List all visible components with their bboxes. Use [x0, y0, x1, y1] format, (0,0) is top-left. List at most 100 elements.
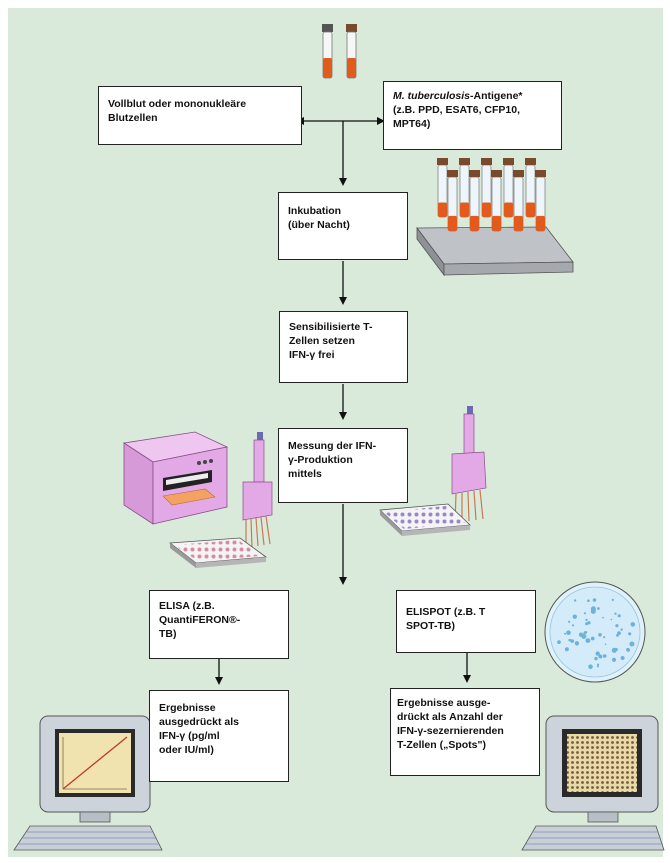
petri-spot [590, 636, 595, 641]
tube-rack-icon [416, 158, 574, 277]
test-tubes-icon [322, 24, 357, 79]
petri-dish-icon [544, 581, 646, 683]
antigen-box: M. tuberculosis-Antigene* (z.B. PPD, ESA… [383, 81, 562, 150]
petri-spot [627, 649, 630, 652]
petri-spot [572, 614, 577, 619]
petri-spot [564, 647, 569, 652]
petri-spot [595, 651, 600, 656]
result-elispot-line-1: Ergebnisse ausge- [397, 697, 491, 709]
sample-line-1: Vollblut oder mononukleäre [108, 98, 247, 110]
petri-spot [568, 620, 571, 623]
petri-spot [620, 656, 625, 660]
petri-spot [578, 632, 584, 637]
petri-spot [602, 654, 607, 658]
sensitized-line-3: IFN-γ frei [289, 348, 335, 361]
petri-spot [628, 632, 632, 636]
petri-spot [570, 639, 574, 643]
petri-spot [617, 631, 621, 635]
petri-spot [590, 606, 596, 612]
pipette-icon [242, 406, 487, 548]
rack-tube [469, 170, 480, 232]
petri-spot [574, 641, 580, 646]
antigen-line-3: MPT64) [393, 117, 431, 130]
petri-spot [573, 599, 577, 602]
result-elisa-line-3: IFN-γ (pg/ml [159, 729, 220, 742]
rack-tube [503, 158, 514, 218]
antigen-suffix: -Antigene* [470, 90, 523, 102]
petri-spot [587, 599, 590, 602]
result-elisa-line-1: Ergebnisse [159, 702, 216, 714]
elispot-box: ELISPOT (z.B. T SPOT-TB) [396, 590, 536, 653]
sensitized-line-1: Sensibilisierte T- [289, 321, 373, 333]
petri-spot [583, 612, 587, 615]
petri-spot [603, 636, 606, 639]
incubation-line-2: (über Nacht) [288, 218, 350, 231]
petri-spot [602, 616, 604, 619]
petri-spot [615, 624, 619, 628]
sample-line-2: Blutzellen [108, 111, 158, 124]
result-elisa-box: Ergebnisse ausgedrückt als IFN-γ (pg/ml … [149, 690, 289, 782]
rack-tube [535, 170, 546, 232]
result-elispot-line-3: IFN-γ-sezernierenden [397, 724, 504, 737]
petri-spot [630, 622, 636, 627]
petri-spot [598, 654, 603, 659]
petri-spot [585, 618, 588, 622]
petri-spot [597, 663, 600, 666]
sensitized-box: Sensibilisierte T- Zellen setzen IFN-γ f… [279, 311, 408, 383]
petri-spot [566, 630, 571, 635]
petri-spot [611, 598, 614, 602]
elisa-line-3: TB) [159, 627, 177, 640]
petri-spot [592, 598, 597, 602]
petri-spot [597, 607, 600, 610]
microplate-icon [168, 503, 471, 568]
computer-chart-icon [13, 715, 163, 851]
antigen-organism: M. tuberculosis [393, 90, 471, 102]
petri-spot [571, 624, 575, 627]
petri-spot [585, 622, 589, 626]
petri-spot [617, 614, 621, 618]
petri-spot [594, 656, 598, 661]
petri-spot [629, 641, 635, 647]
measurement-line-2: γ-Produktion [288, 453, 353, 466]
petri-spot [596, 665, 599, 668]
petri-spot [583, 631, 587, 635]
antigen-line-2: (z.B. PPD, ESAT6, CFP10, [393, 103, 520, 116]
antigen-line-1: M. tuberculosis-Antigene* [393, 90, 552, 104]
petri-spot [604, 643, 607, 646]
measurement-box: Messung der IFN- γ-Produktion mittels [278, 428, 408, 503]
elisa-line-1: ELISA (z.B. [159, 600, 215, 612]
rack-tube [437, 158, 448, 218]
plate-reader-icon [122, 431, 229, 525]
petri-spot [620, 628, 623, 631]
petri-spot [568, 638, 571, 642]
petri-spot [610, 618, 613, 621]
incubation-line-1: Inkubation [288, 205, 342, 217]
petri-spot [598, 633, 602, 637]
petri-spot [614, 648, 618, 651]
elisa-line-2: QuantiFERON®- [159, 613, 241, 626]
measurement-line-3: mittels [288, 467, 322, 480]
rack-tube [513, 170, 524, 232]
elisa-box: ELISA (z.B. QuantiFERON®- TB) [149, 590, 289, 659]
elispot-line-1: ELISPOT (z.B. T [406, 606, 486, 618]
flow-arrows [215, 117, 471, 685]
rack-tube [525, 158, 536, 218]
incubation-box: Inkubation (über Nacht) [278, 192, 408, 260]
computer-grid-icon [521, 715, 665, 851]
petri-spot [588, 664, 593, 669]
petri-spot [611, 657, 617, 662]
petri-spot [585, 638, 591, 643]
petri-spot [557, 640, 561, 644]
elispot-line-2: SPOT-TB) [406, 619, 455, 632]
measurement-line-1: Messung der IFN- [288, 440, 377, 452]
sensitized-line-2: Zellen setzen [289, 334, 355, 347]
result-elispot-line-2: drückt als Anzahl der [397, 710, 503, 723]
result-elisa-line-4: oder IU/ml) [159, 743, 214, 756]
rack-tube [447, 170, 458, 232]
result-elispot-line-4: T-Zellen („Spots") [397, 738, 486, 751]
rack-tube [481, 158, 492, 218]
sample-box: Vollblut oder mononukleäre Blutzellen [98, 86, 302, 145]
result-elispot-box: Ergebnisse ausge- drückt als Anzahl der … [390, 688, 540, 776]
